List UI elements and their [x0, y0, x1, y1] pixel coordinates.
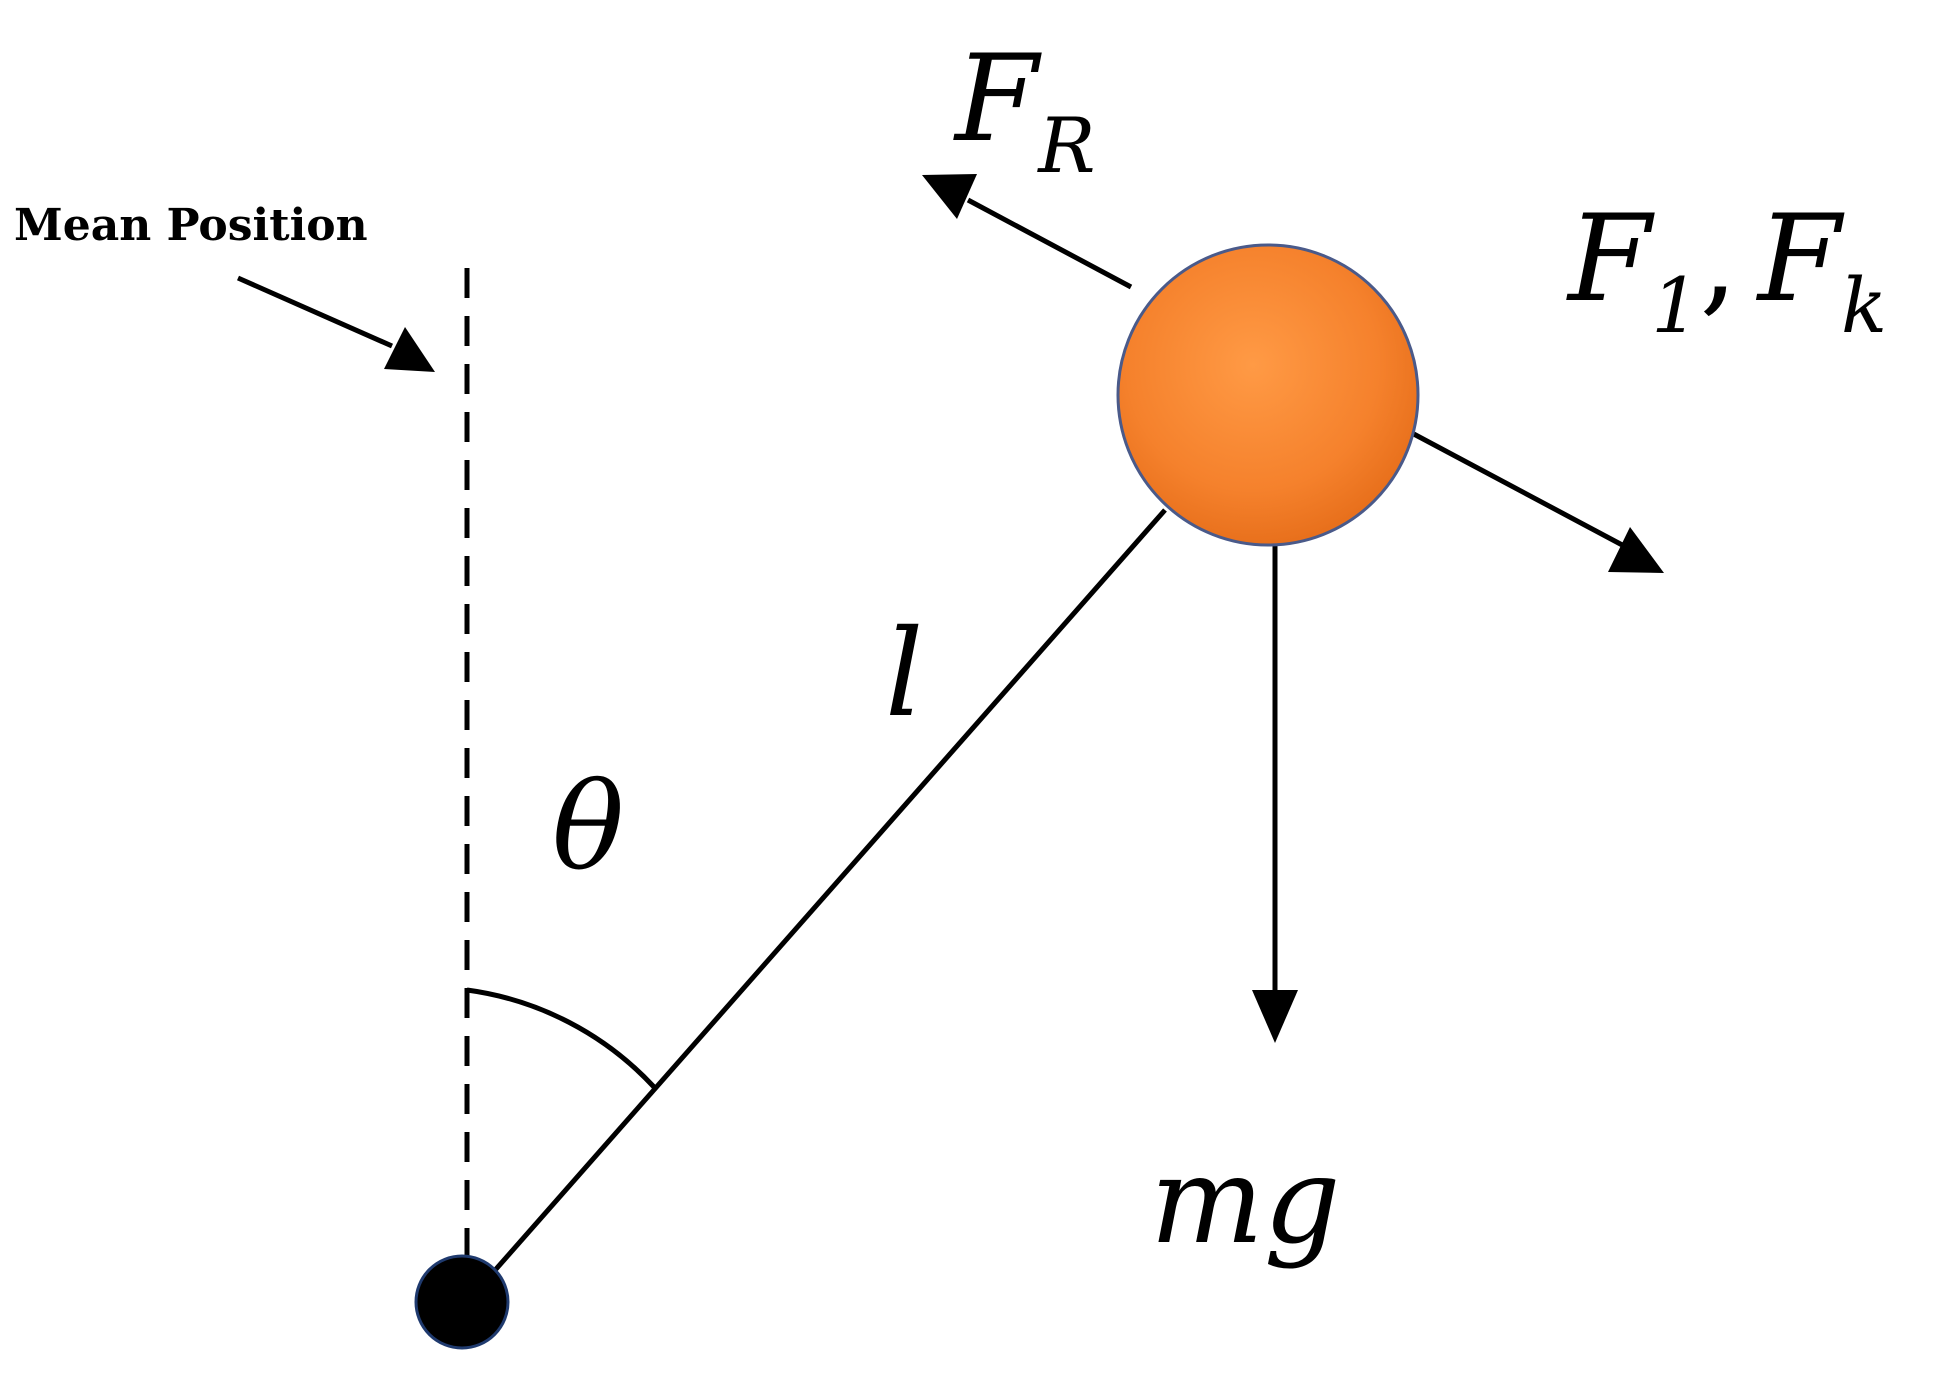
- length-label: l: [885, 605, 923, 744]
- restoring-force-arrow-head: [922, 174, 977, 219]
- mean-position-pointer-shaft: [236, 275, 394, 349]
- applied-forces-label: F1,Fk: [1566, 190, 1887, 350]
- angle-label: θ: [552, 758, 624, 897]
- applied-force-arrow-shaft: [1408, 429, 1628, 550]
- pendulum-rod: [465, 508, 1167, 1304]
- mean-position-pointer-head: [384, 327, 435, 372]
- angle-arc: [466, 987, 656, 1089]
- applied-force-arrow-head: [1608, 527, 1664, 573]
- weight-label: mg: [1150, 1132, 1341, 1271]
- pendulum-bob: [1116, 243, 1420, 547]
- restoring-force-arrow-shaft: [966, 197, 1133, 290]
- weight-arrow-head: [1252, 990, 1298, 1043]
- mean-position-label: Mean Position: [14, 200, 368, 251]
- pivot-point: [414, 1254, 510, 1350]
- restoring-force-label: FR: [953, 30, 1096, 190]
